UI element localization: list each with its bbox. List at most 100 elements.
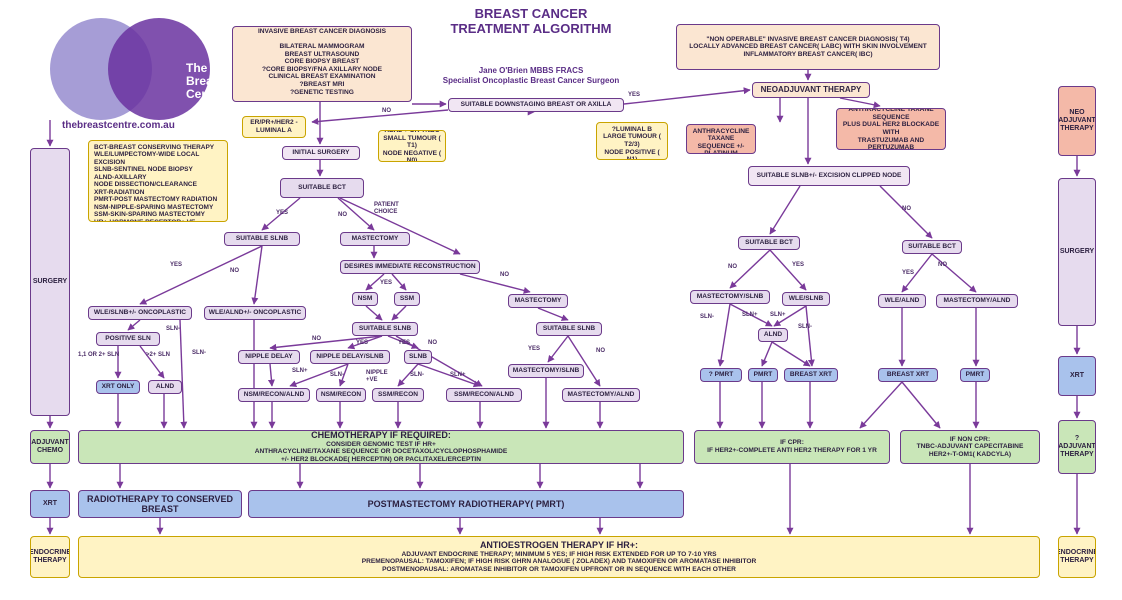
initial-surgery-box: INITIAL SURGERY: [282, 146, 360, 160]
edge-label-no-center2: NO: [428, 340, 437, 346]
if-non-cpr-box: IF NON CPR: TNBC-ADJUVANT CAPECITABINE H…: [900, 430, 1040, 464]
mastectomy-alnd-right-box: MASTECTOMY/ALND: [936, 294, 1018, 308]
edge-label-sln-plus-center2: SLN+: [450, 372, 466, 378]
edge-label-sln-neg-right: SLN-: [700, 314, 714, 320]
edge-label-no-bct: NO: [338, 212, 347, 218]
flow-arrow: [391, 273, 407, 291]
ssm-recon-alnd-box: SSM/RECON/ALND: [446, 388, 522, 402]
nsm-recon-alnd-box: NSM/RECON/ALND: [238, 388, 310, 402]
flow-arrow: [769, 185, 801, 235]
adjuvant-therapy-stage-right: ? ADJUVANT THERAPY: [1058, 420, 1096, 474]
suitable-bct-left-box: SUITABLE BCT: [280, 178, 364, 198]
xrt-stage-left: XRT: [30, 490, 70, 518]
ssm-recon-box: SSM/RECON: [372, 388, 424, 402]
flow-arrow: [251, 245, 263, 305]
flow-arrow: [127, 319, 141, 331]
radiotherapy-conserved-breast-bar: RADIOTHERAPY TO CONSERVED BREAST: [78, 490, 242, 518]
nipple-delay-box: NIPPLE DELAY: [238, 350, 300, 364]
edge-label-sln-plus-right: SLN+: [742, 312, 758, 318]
abbreviation-legend: BCT-BREAST CONSERVING THERAPY WLE/LUMPEC…: [88, 140, 228, 222]
logo-text: The Breast Centre: [186, 61, 225, 101]
edge-label-patient-choice: PATIENT CHOICE: [374, 202, 399, 215]
non-operable-box: "NON OPERABLE" INVASIVE BREAST CANCER DI…: [676, 24, 940, 70]
adjuvant-chemo-stage-left: ADJUVANT CHEMO: [30, 430, 70, 464]
nsm-recon-box: NSM/RECON: [316, 388, 366, 402]
flow-arrow: [547, 335, 569, 363]
suitable-slnb-center-box: SUITABLE SLNB: [352, 322, 418, 336]
wle-slnb-oncoplastic-box: WLE/SLNB+/- ONCOPLASTIC: [88, 306, 192, 320]
flow-arrow: [567, 335, 601, 387]
flow-arrow: [537, 307, 569, 321]
suitable-slnb-excision-box: SUITABLE SLNB+/- EXCISION CLIPPED NODE: [748, 166, 910, 186]
edge-label-yes-recon: YES: [380, 280, 393, 286]
neoadjuvant-therapy-box: NEOADJUVANT THERAPY: [752, 82, 870, 98]
her2-small-tumour-box: HER2 + OR TNBC SMALL TUMOUR ( T1) NODE N…: [378, 130, 446, 162]
mastectomy-slnb-right-box: MASTECTOMY/SLNB: [690, 290, 770, 304]
er-pr-luminal-a-box: ER/PR+/HER2 - LUMINAL A: [242, 116, 306, 138]
suitable-slnb-right-box: SUITABLE SLNB: [536, 322, 602, 336]
edge-label-no-center: NO: [312, 336, 321, 342]
chemotherapy-bar: CHEMOTHERAPY IF REQUIRED: CONSIDER GENOM…: [78, 430, 684, 464]
mastectomy-left-box: MASTECTOMY: [340, 232, 410, 246]
edge-label-sln-plus-right2: SLN+: [770, 312, 786, 318]
flow-arrow: [901, 381, 941, 429]
page-title: BREAST CANCER TREATMENT ALGORITHM: [450, 6, 612, 36]
breast-xrt-a-box: BREAST XRT: [784, 368, 838, 382]
edge-label-no-right1: NO: [728, 264, 737, 270]
breast-xrt-b-box: BREAST XRT: [878, 368, 938, 382]
edge-label-sln-neg-left: SLN-: [166, 326, 180, 332]
flow-arrow: [417, 363, 481, 388]
chemotherapy-title: CHEMOTHERAPY IF REQUIRED:: [311, 430, 451, 441]
edge-label-yes-center1: YES: [356, 340, 369, 346]
flow-arrow: [139, 345, 165, 379]
edge-label-no-right3: NO: [902, 206, 911, 212]
edge-label-yes-middle: YES: [528, 346, 541, 352]
antioestrogen-therapy-bar: ANTIOESTROGEN THERAPY IF HR+: ADJUVANT E…: [78, 536, 1040, 578]
surgery-stage-left: SURGERY: [30, 148, 70, 416]
edge-label-sln-neg-center2: SLN-: [410, 372, 424, 378]
flow-arrow: [769, 249, 807, 291]
suitable-bct-right2-box: SUITABLE BCT: [902, 240, 962, 254]
if-cpr-box: IF CPR: IF HER2+-COMPLETE ANTI HER2 THER…: [694, 430, 890, 464]
breast-centre-logo: The Breast Centre: [50, 18, 224, 120]
endocrine-stage-right: ENDOCRINE THERAPY: [1058, 536, 1096, 578]
edge-label-yes-center2: YES: [398, 340, 411, 346]
flow-arrow: [859, 381, 903, 429]
flow-arrow: [623, 87, 751, 105]
flow-arrow: [179, 319, 188, 429]
flow-arrow: [839, 97, 881, 109]
edge-label-sln-neg-right2: SLN-: [798, 324, 812, 330]
flow-arrow: [459, 273, 531, 294]
edge-label-nipple-ve: NIPPLE +VE: [366, 370, 388, 383]
suitable-bct-right1-box: SUITABLE BCT: [738, 236, 800, 250]
flow-arrow: [771, 341, 811, 367]
diagnosis-box: INVASIVE BREAST CANCER DIAGNOSIS BILATER…: [232, 26, 412, 102]
slnb-center-box: SLNB: [404, 350, 432, 364]
mastectomy-middle-box: MASTECTOMY: [508, 294, 568, 308]
q-pmrt-box: ? PMRT: [700, 368, 742, 382]
xrt-stage-right: XRT: [1058, 356, 1096, 396]
website-link[interactable]: thebreastcentre.com.au: [62, 120, 175, 131]
wle-slnb-right-box: WLE/SLNB: [782, 292, 830, 306]
surgery-stage-right: SURGERY: [1058, 178, 1096, 326]
mastectomy-slnb-box: MASTECTOMY/SLNB: [508, 364, 584, 378]
logo-circle-right: [108, 18, 210, 120]
edge-label-sln-plus-center: SLN+: [292, 368, 308, 374]
flow-arrow: [805, 305, 815, 367]
endocrine-stage-left: ENDOCRINE THERAPY: [30, 536, 70, 578]
alnd-left-box: ALND: [148, 380, 182, 394]
pmrt-b-box: PMRT: [960, 368, 990, 382]
antioestrogen-title: ANTIOESTROGEN THERAPY IF HR+:: [479, 540, 639, 551]
her2-blockade-box: HER2 + ANTHRACYCLINE TAXANE SEQUENCE PLU…: [836, 108, 946, 150]
edge-label-no-right2: NO: [938, 262, 947, 268]
xrt-only-box: XRT ONLY: [96, 380, 140, 394]
edge-label-sln-neg-left2: SLN-: [192, 350, 206, 356]
edge-label-yes-top: YES: [628, 92, 641, 98]
wle-alnd-oncoplastic-box: WLE/ALND+/- ONCOPLASTIC: [204, 306, 306, 320]
her2-large-tumour-box: HER2 + OR TNBC ?LUMINAL B LARGE TUMOUR (…: [596, 122, 668, 160]
edge-label-yes-slnb: YES: [170, 262, 183, 268]
alnd-right-box: ALND: [758, 328, 788, 342]
flow-arrow: [365, 305, 383, 321]
nsm-box: NSM: [352, 292, 378, 306]
